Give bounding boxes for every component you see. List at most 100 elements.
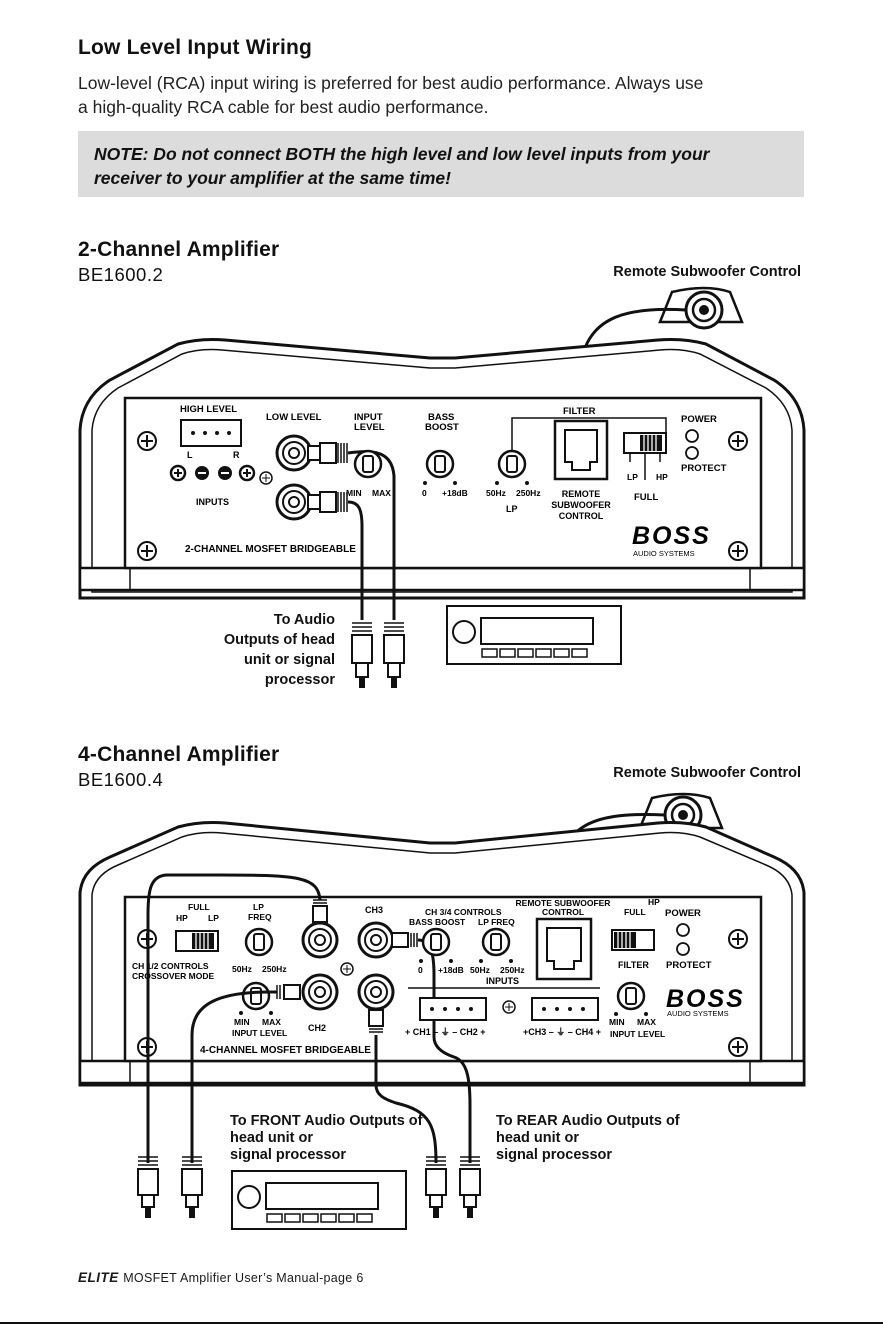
amp2-sw-hp-label: HP xyxy=(656,472,668,482)
amp2-model: BE1600.2 xyxy=(78,264,164,285)
amp2-filter-label: FILTER xyxy=(563,406,596,417)
amp4-50hz-label-2: 50Hz xyxy=(470,965,490,975)
amp2-protect-label: PROTECT xyxy=(681,463,727,474)
amp2-l-label: L xyxy=(187,450,193,460)
amp2-to-audio-line-1: To Audio xyxy=(273,612,335,628)
amp2-bass-label-1: BASS xyxy=(428,412,454,423)
amp4-sw-hp-label: HP xyxy=(648,897,660,907)
amp2-input-label-1: INPUT xyxy=(354,412,383,423)
footer-logo: ELITE xyxy=(78,1270,119,1285)
note-line-2: receiver to your amplifier at the same t… xyxy=(94,168,451,188)
amp4-rear-line-2: head unit or xyxy=(496,1130,579,1146)
amp4-sw-full-label: FULL xyxy=(624,907,646,917)
intro-line-2: a high-quality RCA cable for best audio … xyxy=(78,97,489,117)
amp2-power-led-icon xyxy=(685,429,699,443)
amp4-ch3-ch4-label: +CH3 – ⏚ – CH4 + xyxy=(523,1027,601,1037)
intro-line-1: Low-level (RCA) input wiring is preferre… xyxy=(78,73,704,93)
amp4-rear-line-3: signal processor xyxy=(496,1147,613,1163)
amp4-remote-label: Remote Subwoofer Control xyxy=(613,765,801,781)
amp4-18db-label: +18dB xyxy=(438,965,464,975)
amp4-lp-freq-label: LP FREQ xyxy=(478,917,515,927)
amp2-remote-text-3: CONTROL xyxy=(559,511,604,521)
amp4-hp-label: HP xyxy=(176,913,188,923)
amp4-input-level-label-2: INPUT LEVEL xyxy=(610,1029,665,1039)
amp4-input-level-label: INPUT LEVEL xyxy=(232,1028,287,1038)
amp4-high-level-connector xyxy=(419,997,599,1021)
amp2-polarity-icons xyxy=(169,464,273,485)
amp2-lp-freq-knob xyxy=(497,449,527,479)
amp2-boss-logo: BOSS xyxy=(632,522,711,550)
amp4-250hz-label: 250Hz xyxy=(262,964,287,974)
amp4-remote-port-icon xyxy=(535,917,593,981)
amp4-50hz-label: 50Hz xyxy=(232,964,252,974)
note-box: NOTE: Do not connect BOTH the high level… xyxy=(78,131,804,197)
footer-text: MOSFET Amplifier User’s Manual-page 6 xyxy=(123,1271,364,1285)
amp2-bridge-label: 2-CHANNEL MOSFET BRIDGEABLE xyxy=(185,544,356,555)
amp4-diagram: FULL HP LP CH 1/2 CONTROLS CROSSOVER MOD… xyxy=(78,792,806,1230)
amp4-front-line-1: To FRONT Audio Outputs of xyxy=(230,1113,423,1129)
note-text: NOTE: Do not connect BOTH the high level… xyxy=(94,142,709,190)
amp2-zero-label: 0 xyxy=(422,488,427,498)
amp2-high-level-connector xyxy=(180,419,242,447)
amp2-18db-label: +18dB xyxy=(442,488,468,498)
amp4-full-label: FULL xyxy=(188,902,210,912)
amp4-boss-logo: BOSS xyxy=(666,985,745,1013)
amp4-max-label: MAX xyxy=(262,1017,281,1027)
amp2-input-level-knob xyxy=(353,449,383,479)
amp4-max-label-2: MAX xyxy=(637,1017,656,1027)
section-title: Low Level Input Wiring xyxy=(78,36,313,59)
amp2-inputs-label: INPUTS xyxy=(196,497,229,507)
amp4-ch3-label: CH3 xyxy=(365,905,383,915)
amp4-ch34-label: CH 3/4 CONTROLS xyxy=(425,907,502,917)
amp4-min-label-2: MIN xyxy=(609,1017,625,1027)
amp4-bass-boost-label: BASS BOOST xyxy=(409,917,466,927)
amp2-to-audio-line-4: processor xyxy=(264,672,335,688)
amp2-remote-label: Remote Subwoofer Control xyxy=(613,264,801,280)
amp4-inputs-label: INPUTS xyxy=(486,976,519,986)
amp4-title: 4-Channel Amplifier xyxy=(78,743,280,766)
amp2-sw-lp-label: LP xyxy=(627,472,638,482)
amp2-to-audio-line-3: unit or signal xyxy=(243,652,335,668)
amp2-r-label: R xyxy=(233,450,240,460)
amp2-rca-plugs xyxy=(307,442,348,513)
amp4-filter-switch xyxy=(611,929,655,951)
amp2-bass-label-2: BOOST xyxy=(425,422,459,433)
amp2-to-audio-callout: To Audio Outputs of head unit or signal … xyxy=(190,610,335,690)
amp4-ch12-controls-1: CH 1/2 CONTROLS xyxy=(132,961,209,971)
amp2-250hz-label: 250Hz xyxy=(516,488,541,498)
amp4-protect-label: PROTECT xyxy=(666,960,712,971)
amp2-remote-knob-icon xyxy=(658,286,744,330)
amp4-model: BE1600.4 xyxy=(78,769,164,790)
amp4-bass-boost-knob xyxy=(421,927,451,957)
amp2-remote-port-icon xyxy=(553,419,609,481)
amp2-rca-jack-icon xyxy=(275,434,313,521)
amp2-protect-led-icon xyxy=(685,446,699,460)
amp2-output-plug-icon xyxy=(351,622,405,688)
amp2-brand-sub: AUDIO SYSTEMS xyxy=(633,549,695,558)
amp4-lpfreq-label-2: FREQ xyxy=(248,912,272,922)
amp4-front-callout: To FRONT Audio Outputs of head unit or s… xyxy=(230,1113,422,1164)
amp2-lp-label: LP xyxy=(506,504,518,514)
amp2-50hz-label: 50Hz xyxy=(486,488,506,498)
amp2-filter-switch xyxy=(623,432,667,480)
amp2-min-label: MIN xyxy=(346,488,362,498)
amp4-protect-led-icon xyxy=(676,942,690,956)
amp2-power-label: POWER xyxy=(681,414,717,425)
amp4-ch12-controls-2: CROSSOVER MODE xyxy=(132,971,215,981)
amp2-remote-text-1: REMOTE xyxy=(562,489,601,499)
amp4-brand-sub: AUDIO SYSTEMS xyxy=(667,1009,729,1018)
amp4-rear-callout: To REAR Audio Outputs of head unit or si… xyxy=(496,1113,680,1164)
amp4-250hz-label-2: 250Hz xyxy=(500,965,525,975)
amp4-filter-label: FILTER xyxy=(618,960,649,970)
amp2-screw-icon xyxy=(137,431,748,561)
amp2-cable-top xyxy=(347,450,396,620)
amp2-to-audio-line-2: Outputs of head xyxy=(223,632,335,648)
amp4-lp-label: LP xyxy=(208,913,219,923)
amp4-power-led-icon xyxy=(676,923,690,937)
amp4-input-level-knob xyxy=(241,981,271,1011)
amp4-rca-plugs xyxy=(276,899,418,1033)
amp4-front-line-2: head unit or xyxy=(230,1130,313,1146)
bottom-rule xyxy=(0,1322,883,1324)
amp2-head-unit-icon xyxy=(446,605,622,665)
amp2-full-label: FULL xyxy=(634,492,658,503)
